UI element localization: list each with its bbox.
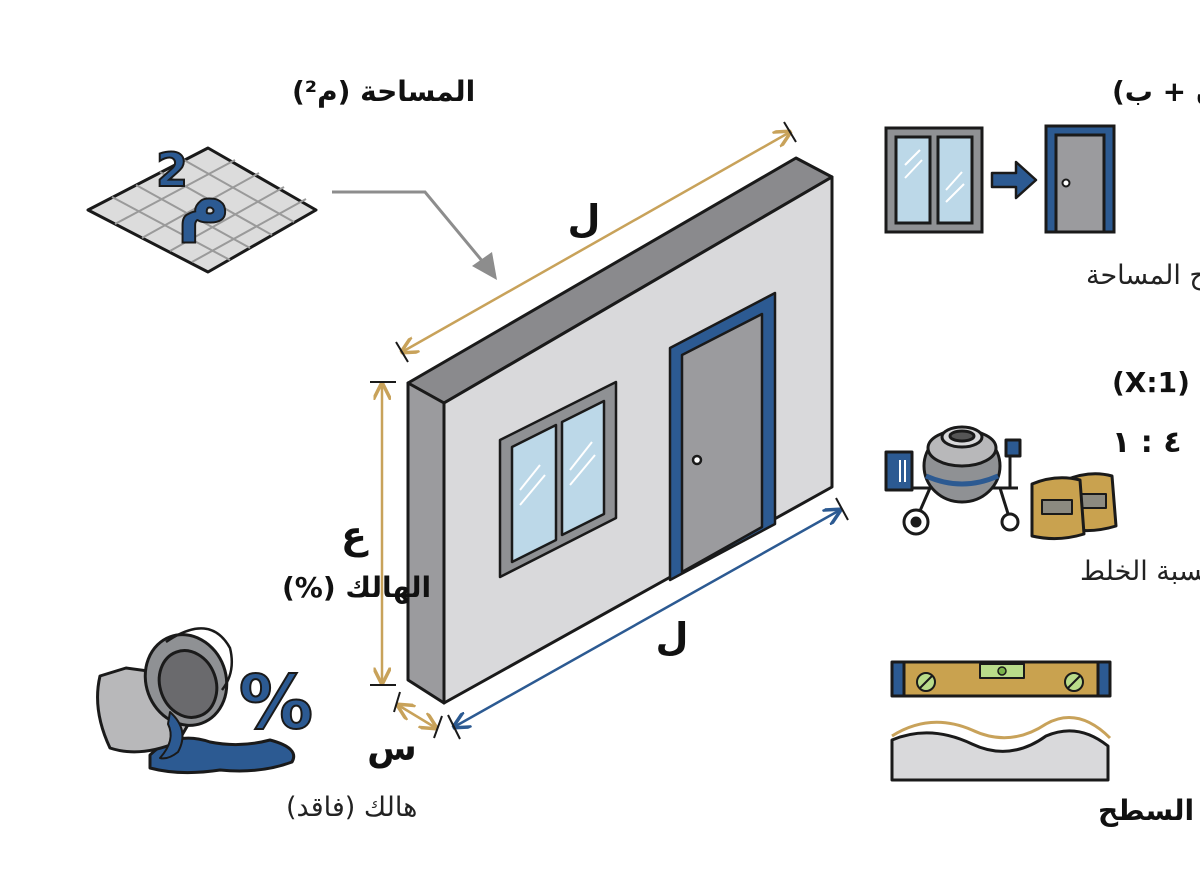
openings-title: الفتحات (ن + ب) <box>1112 75 1200 108</box>
wall-height-label: ع <box>341 513 369 557</box>
wall-length-bottom-label: ل <box>656 615 689 659</box>
dim-length-top <box>402 132 790 352</box>
dim-thickness <box>398 705 436 728</box>
dim-length-bottom <box>454 510 840 727</box>
waste-title: الهالك (%) <box>282 571 431 604</box>
arrow-right-icon <box>990 160 1038 200</box>
cement-bag-icon <box>1030 472 1118 541</box>
mix-title: نسبة الخلط (X:1) <box>1112 366 1200 399</box>
dimension-lines <box>370 121 849 740</box>
openings-caption: طرح المساحة <box>1086 260 1200 291</box>
mix-caption: نسبة الخلط <box>1080 556 1200 587</box>
waste-caption: هالك (فاقد) <box>286 792 417 823</box>
bucket-spill-icon <box>96 627 296 775</box>
spirit-level-icon <box>890 660 1112 698</box>
window-icon <box>884 126 984 234</box>
wall-thickness-label: س <box>367 728 417 769</box>
area-pointer-arrow <box>332 190 497 280</box>
area-icon-letter: م <box>178 158 231 242</box>
mix-ratio: ٤ : ١ <box>1112 425 1182 460</box>
area-title: المساحة (م²) <box>292 75 475 108</box>
area-icon-superscript: 2 <box>156 143 188 197</box>
tile-grid-icon <box>86 146 318 274</box>
wall-length-top-label: ل <box>568 197 601 241</box>
door-icon <box>1044 124 1116 234</box>
uneven-surface-icon <box>890 716 1112 782</box>
wall-end-face <box>406 381 446 705</box>
flatness-caption: استواء السطح <box>1098 794 1200 827</box>
cement-mixer-icon <box>884 425 1022 536</box>
waste-percent-symbol: % <box>239 660 313 746</box>
